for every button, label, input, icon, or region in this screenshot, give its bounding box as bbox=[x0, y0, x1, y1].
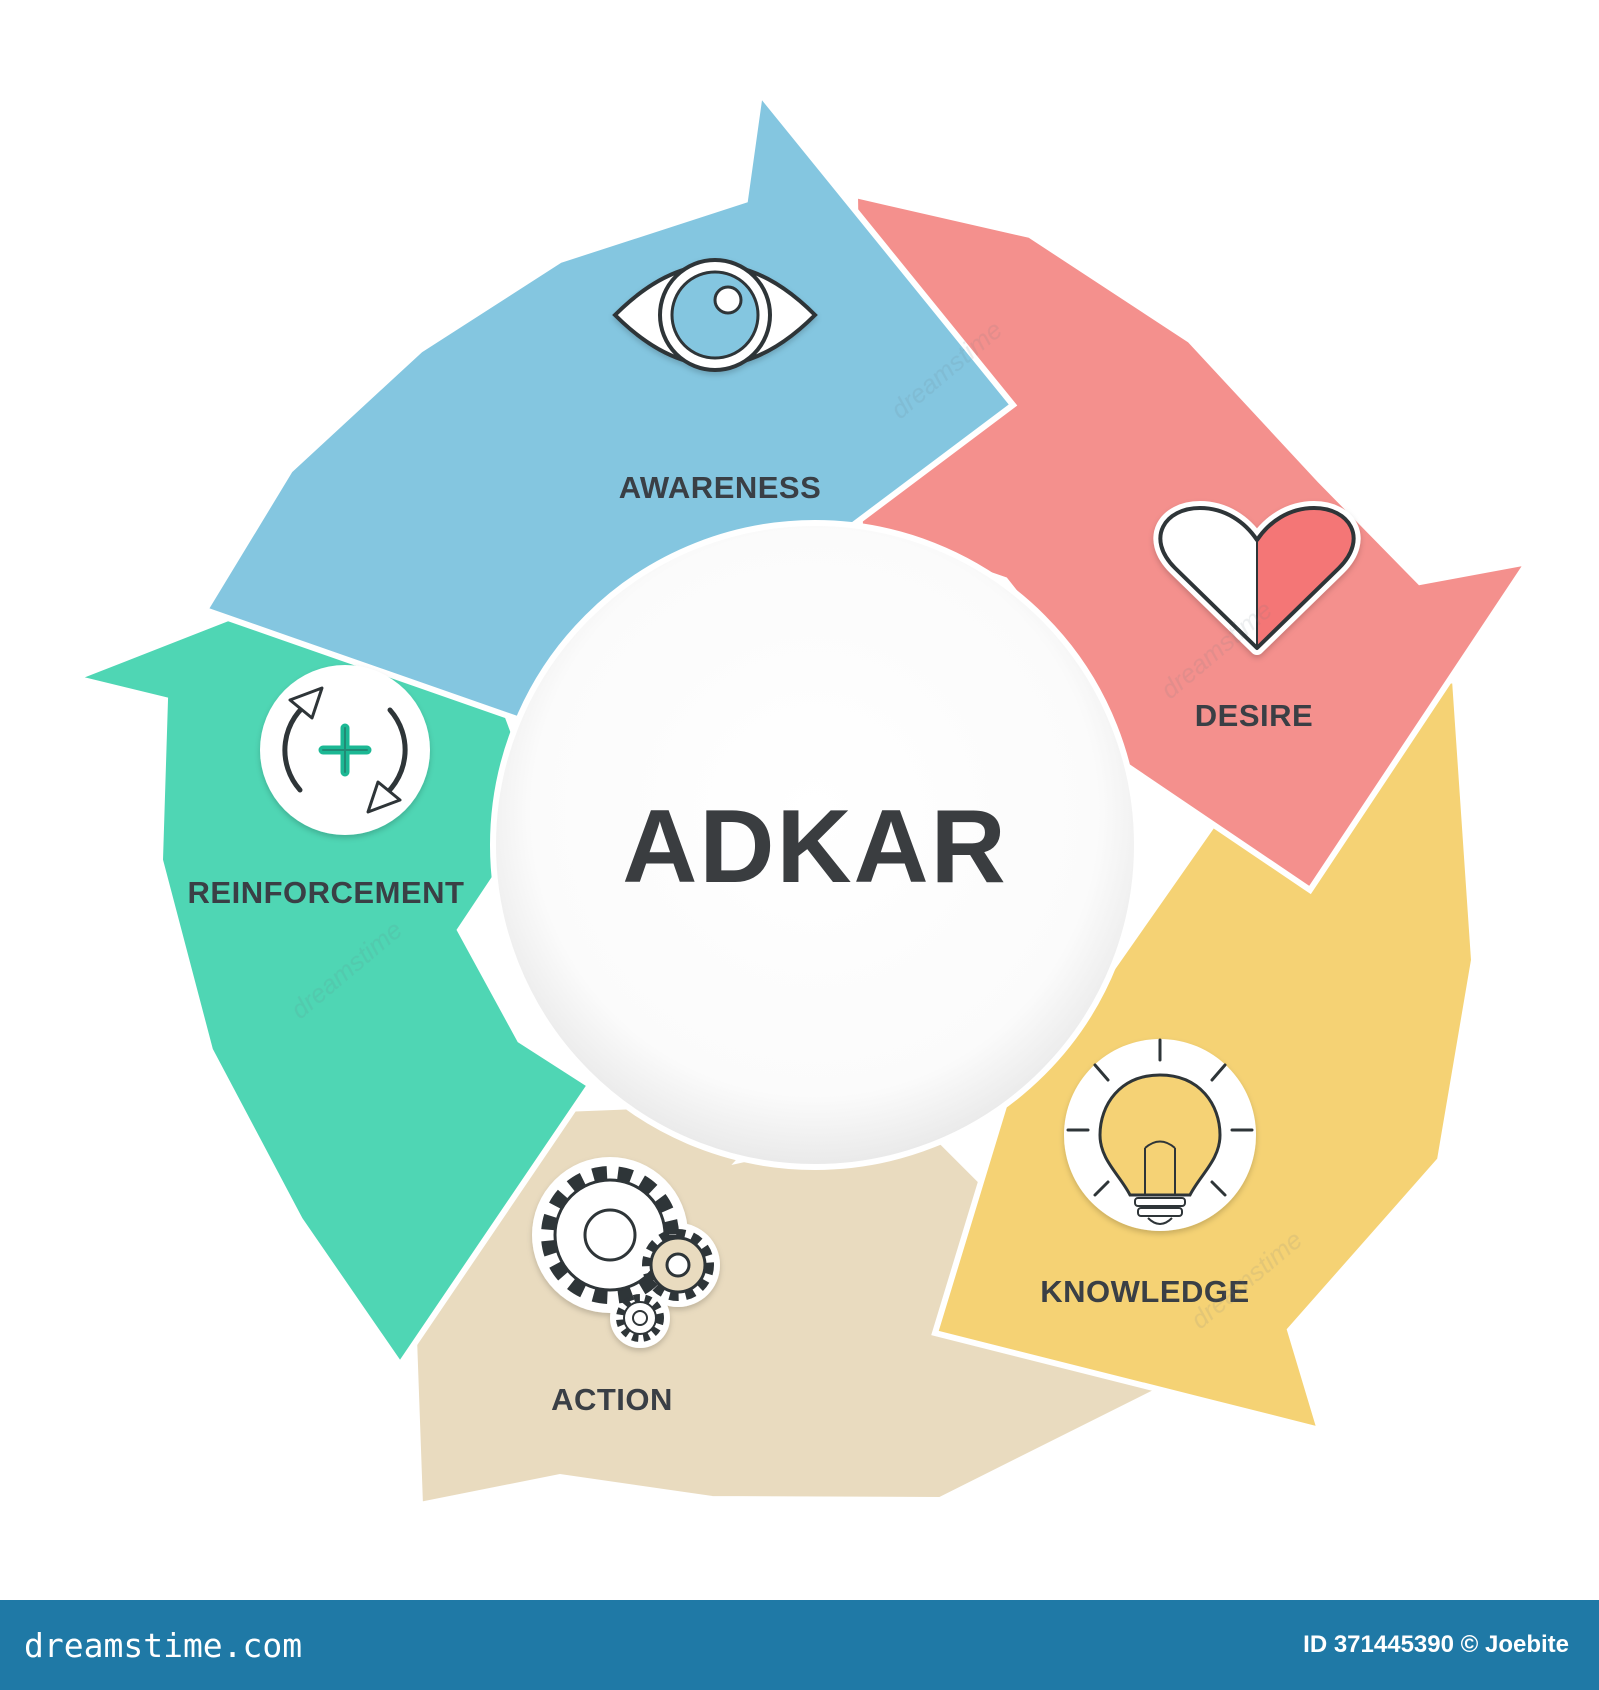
heart-icon bbox=[1153, 501, 1361, 655]
center-title: ADKAR bbox=[622, 789, 1008, 905]
gears-icon bbox=[532, 1157, 720, 1348]
desire-label: DESIRE bbox=[1195, 698, 1313, 733]
lightbulb-icon bbox=[1064, 1038, 1256, 1231]
eye-icon bbox=[612, 258, 818, 372]
center-hub: ADKAR bbox=[490, 520, 1140, 1170]
cycle-plus-icon bbox=[260, 665, 430, 835]
awareness-label: AWARENESS bbox=[619, 470, 822, 505]
footer-brand[interactable]: dreamstime.com bbox=[24, 1625, 303, 1665]
footer-bar: dreamstime.com ID 371445390 © Joebite bbox=[0, 1600, 1599, 1690]
knowledge-label: KNOWLEDGE bbox=[1040, 1274, 1249, 1309]
footer-credit: ID 371445390 © Joebite bbox=[1303, 1631, 1569, 1658]
action-label: ACTION bbox=[551, 1382, 673, 1417]
reinforcement-label: REINFORCEMENT bbox=[188, 875, 465, 910]
adkar-diagram: ADKAR AWARENESS DESIRE KNOWLEDGE ACTION … bbox=[75, 93, 1528, 1505]
hub-circle bbox=[490, 520, 1140, 1170]
